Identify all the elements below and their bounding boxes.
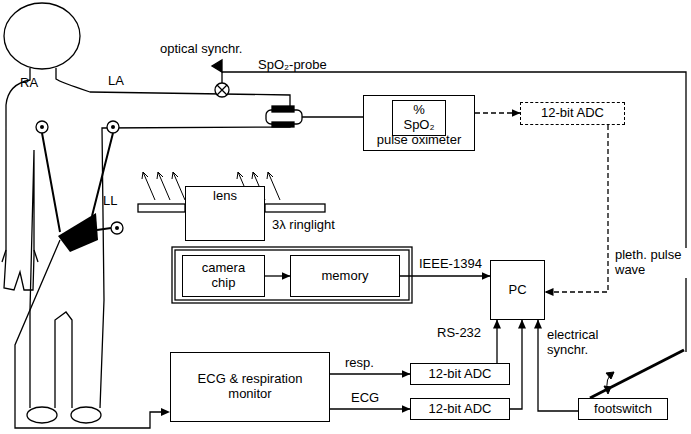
node-text: lens [213, 189, 237, 204]
edge-label: resp. [344, 356, 375, 371]
node-text: camera chip [195, 261, 252, 291]
camera-housing [172, 247, 412, 303]
edge-label: RS-232 [436, 326, 482, 341]
lead-label: LL [103, 194, 117, 209]
edge-label: pleth. pulse wave [614, 248, 688, 278]
node-text: 12-bit ADC [429, 367, 492, 382]
instrument-box: pulse oximeter% SpO₂ [363, 95, 475, 151]
memory-box: memory [290, 255, 400, 297]
edge-label: electrical synchr. [546, 328, 628, 358]
signal-arrow [545, 125, 608, 292]
chip-box: camera chip [182, 255, 265, 297]
node-text: ECG & respiration monitor [178, 372, 322, 402]
signal-arrow [330, 373, 410, 374]
pc-box: PC [490, 260, 545, 320]
adc-box: 12-bit ADC [410, 398, 510, 420]
edge-label: IEEE-1394 [418, 257, 483, 272]
node-text: PC [508, 283, 526, 298]
display-box: % SpO₂ [392, 100, 446, 136]
edge-label: ECG [350, 391, 380, 406]
adc-box: 12-bit ADC [520, 102, 625, 125]
signal-arrow [510, 320, 522, 409]
lead-label: LA [108, 74, 124, 89]
monitor-box: ECG & respiration monitor [170, 352, 330, 422]
switch-box: footswitch [578, 398, 668, 420]
signal-arrow [400, 275, 490, 276]
signal-arrow [330, 408, 410, 409]
spo2-probe [266, 106, 363, 127]
signal-arrow [265, 275, 290, 276]
node-text: 12-bit ADC [541, 106, 604, 121]
adc-box: 12-bit ADC [410, 363, 510, 385]
optical-synchr-lamp [212, 60, 686, 352]
ecg-electrodes [15, 121, 170, 428]
node-text: memory [322, 269, 369, 284]
node-text: footswitch [594, 402, 652, 417]
signal-arrow [496, 320, 497, 363]
signal-arrow [475, 112, 520, 113]
part-label: 3λ ringlight [272, 218, 335, 233]
node-text: 12-bit ADC [429, 402, 492, 417]
lens-box: lens [185, 186, 265, 241]
probe-label: SpO₂-probe [258, 58, 327, 73]
signal-label: optical synchr. [160, 42, 242, 57]
node-text: % SpO₂ [400, 103, 438, 133]
lead-label: RA [20, 76, 38, 91]
